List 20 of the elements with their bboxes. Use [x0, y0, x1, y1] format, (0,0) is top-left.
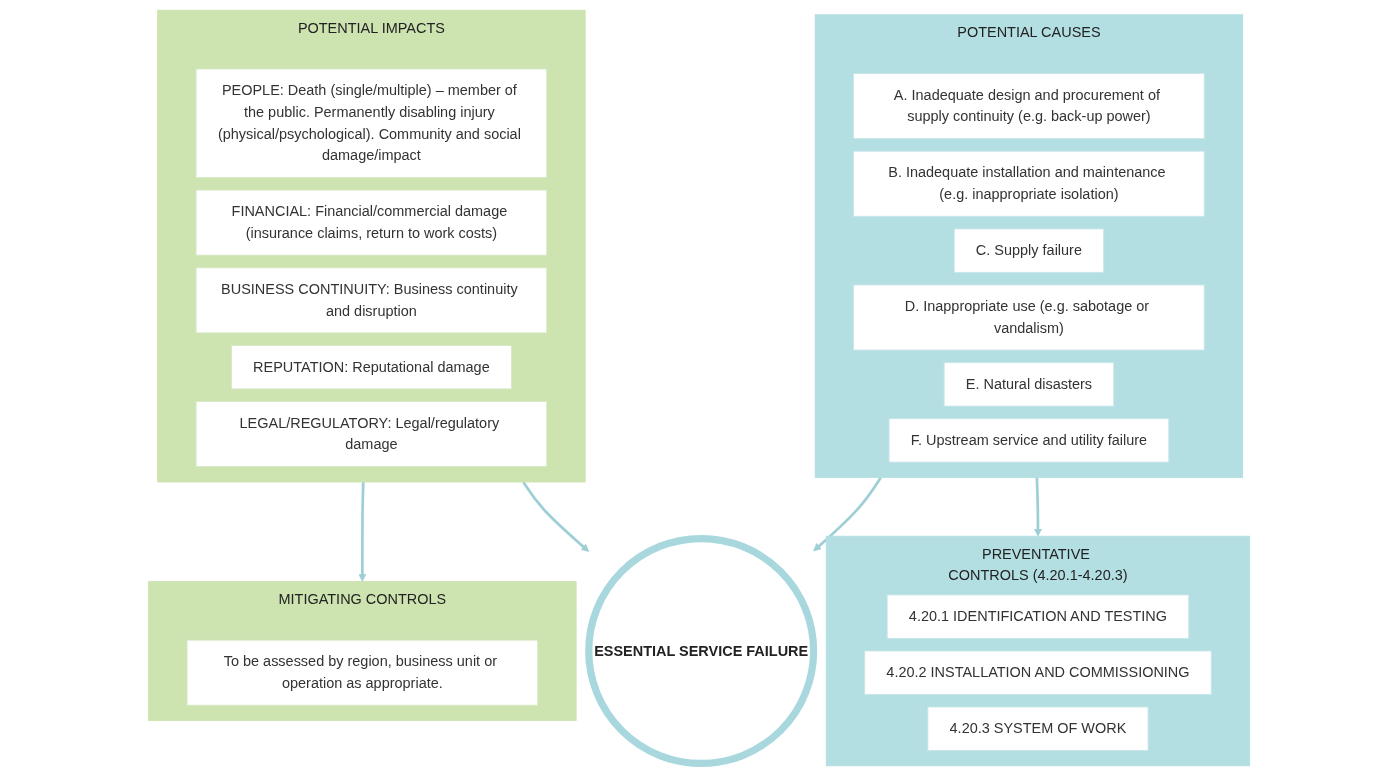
node-box: LEGAL/REGULATORY: Legal/regulatory damage [195, 401, 548, 468]
arrow [813, 476, 882, 552]
node-box: 4.20.2 INSTALLATION AND COMMISSIONING [864, 650, 1212, 695]
node-box: A. Inadequate design and procurement of supply continuity (e.g. back-up power) [853, 73, 1205, 139]
arrow [522, 481, 589, 552]
node-box: To be assessed by region, business unit or operation as appropriate. [186, 639, 538, 706]
node-box: 4.20.3 SYSTEM OF WORK [927, 706, 1149, 751]
node-box: 4.20.1 IDENTIFICATION AND TESTING [886, 594, 1190, 639]
node-box: FINANCIAL: Financial/commercial damage (insurance claims, return to work costs) [195, 189, 548, 256]
node-box: D. Inappropriate use (e.g. sabotage or vandalism) [853, 284, 1205, 351]
node-box: PEOPLE: Death (single/multiple) – member of the public. Permanently disabling injury (physical/psychological). Community and social damage/impact [195, 68, 548, 178]
node-box: B. Inadequate installation and maintenance (e.g. inappropriate isolation) [853, 150, 1205, 217]
node-box: E. Natural disasters [943, 362, 1114, 407]
node-box: BUSINESS CONTINUITY: Business continuity and disruption [195, 267, 548, 334]
node-box: F. Upstream service and utility failure [888, 418, 1170, 463]
arrow [358, 481, 367, 582]
node-box: C. Supply failure [953, 228, 1104, 273]
arrow [1033, 477, 1042, 537]
node-box: REPUTATION: Reputational damage [230, 345, 512, 390]
node-circle: ESSENTIAL SERVICE FAILURE [585, 534, 818, 768]
